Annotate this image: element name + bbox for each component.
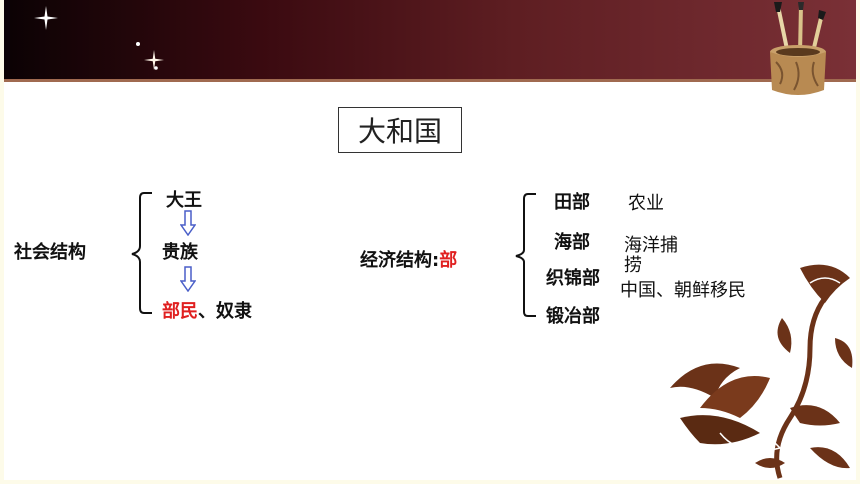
economic-desc-field: 农业 — [628, 193, 664, 214]
arrow-down-icon — [180, 266, 196, 292]
social-level-nobility: 贵族 — [162, 242, 198, 263]
sparkle-icon — [144, 50, 164, 70]
page-title: 大和国 — [338, 107, 462, 153]
social-level-commoners: 部民、奴隶 — [162, 301, 252, 322]
economic-structure-brace — [515, 193, 536, 317]
sparkle-icon — [136, 42, 140, 46]
economic-item-forge: 锻冶部 — [546, 306, 600, 327]
flower-decoration-icon — [670, 264, 853, 479]
sparkle-icon — [34, 6, 58, 30]
economic-keyword: 部 — [439, 250, 458, 271]
economic-structure-label: 经济结构:部 — [360, 250, 458, 271]
social-level-king: 大王 — [166, 190, 202, 211]
header-band — [4, 0, 856, 82]
social-structure-label: 社会结构 — [14, 242, 86, 263]
social-structure-brace — [131, 192, 152, 314]
arrow-down-icon — [180, 210, 196, 236]
economic-item-sea: 海部 — [554, 232, 590, 253]
economic-desc-sea: 海洋捕捞 — [624, 235, 678, 276]
economic-item-brocade: 织锦部 — [546, 268, 600, 289]
economic-item-field: 田部 — [554, 192, 590, 213]
sparkle-icon — [154, 66, 158, 70]
slide: 大和国 社会结构 大王 贵族 部民、奴隶 经济结构:部 田部 农业 海部 海洋捕… — [4, 0, 856, 480]
brush-holder-icon — [770, 2, 826, 95]
economic-desc-brocade: 中国、朝鲜移民 — [620, 280, 746, 301]
